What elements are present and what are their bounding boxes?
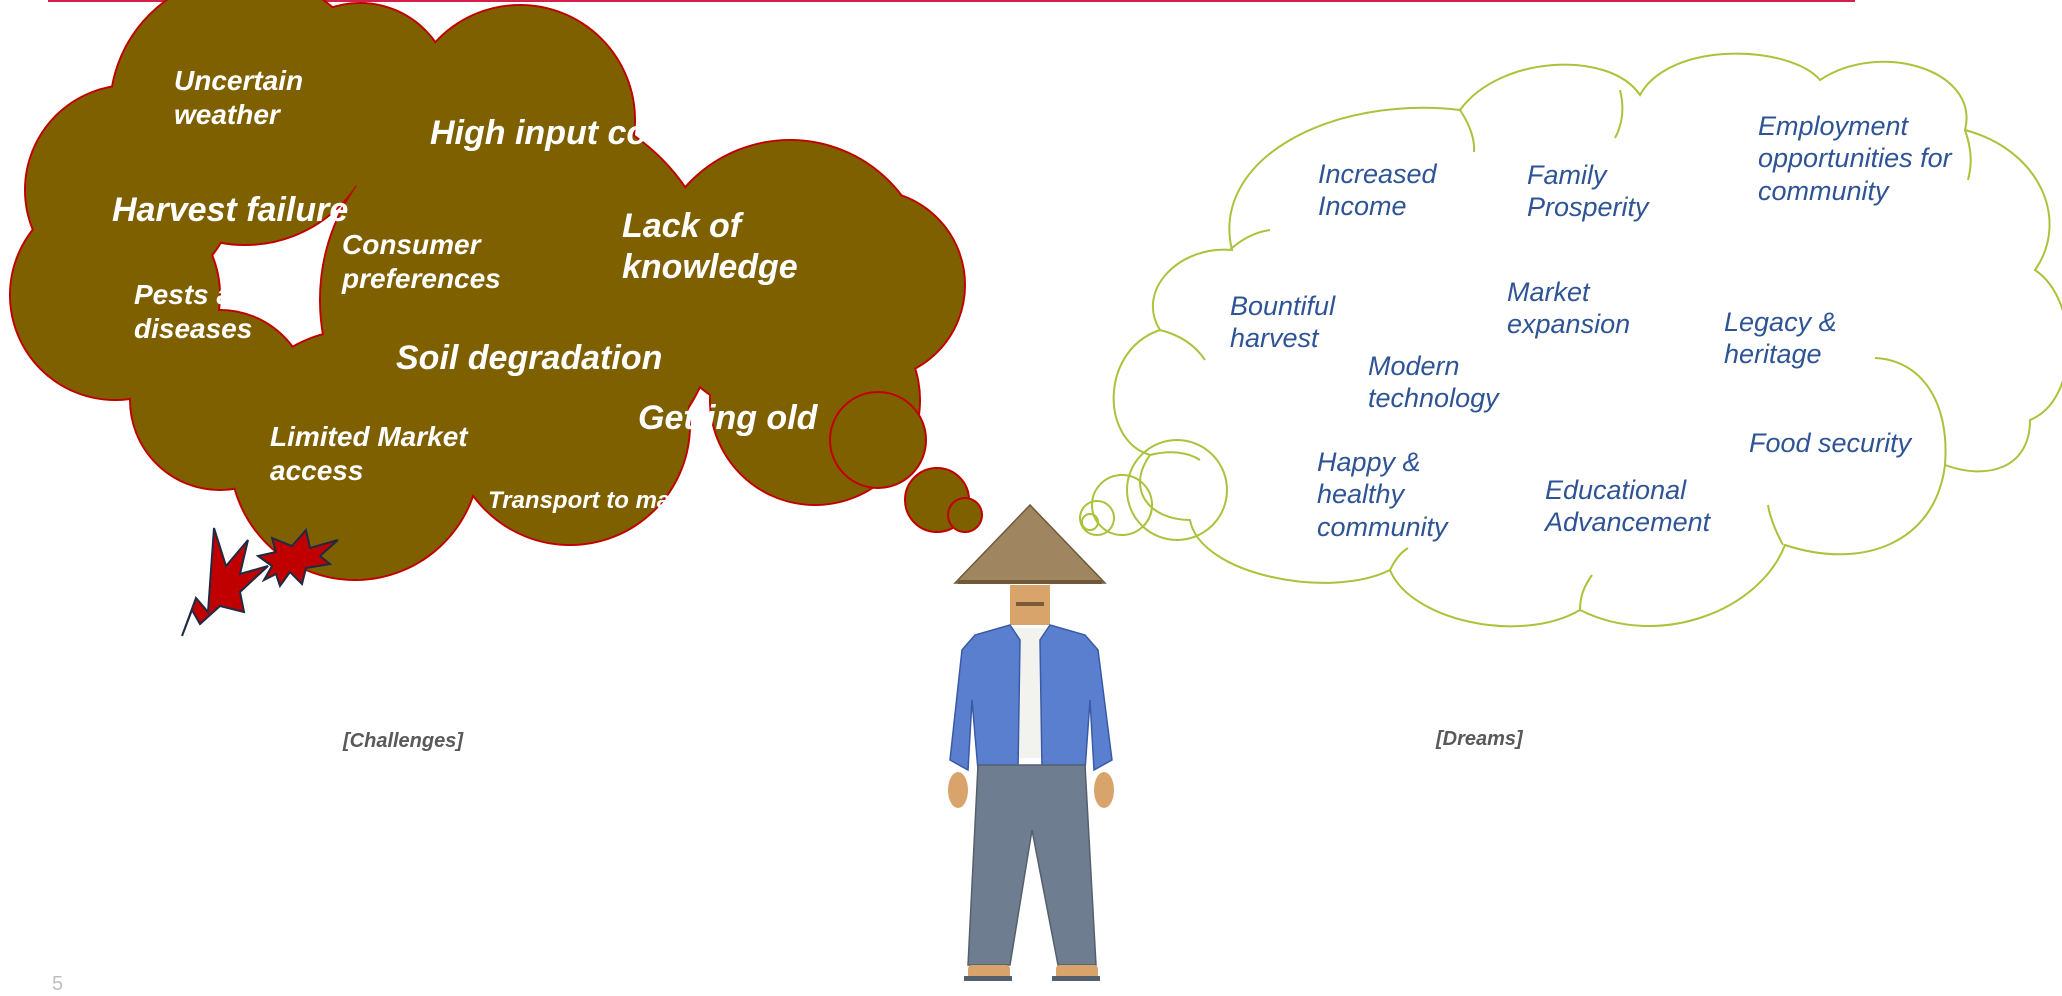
challenge-uncertain-weather: Uncertain weather (174, 65, 304, 130)
left-foot (968, 965, 1010, 979)
challenge-harvest-failure: Harvest failure (112, 191, 349, 229)
jacket-left (949, 624, 1021, 772)
challenge-lack-of-knowledge: Lack of knowledge (622, 207, 798, 286)
trousers (967, 764, 1097, 966)
dreams-caption: [Dreams] (1436, 728, 1523, 750)
dream-market-expansion: Market expansion (1507, 277, 1631, 340)
challenge-transport-to-market: Transport to market (488, 487, 715, 514)
burst-shape-small (255, 527, 339, 589)
left-hand (948, 772, 968, 808)
challenge-high-input-costs: High input costs (430, 114, 697, 152)
page-number: 5 (52, 973, 64, 995)
dreams-thought-bubbles (1079, 439, 1228, 541)
challenge-pests-and-diseases: Pests and diseases (134, 279, 267, 344)
challenge-consumer-preferences: Consumer preferences (342, 229, 501, 294)
right-foot (1056, 965, 1098, 979)
dreams-bubble-small (1079, 500, 1115, 536)
dreams-bubble-large (1126, 439, 1228, 541)
jacket-right (1039, 624, 1113, 772)
challenges-cloud (9, 0, 983, 581)
right-hand (1094, 772, 1114, 808)
dream-legacy-heritage: Legacy & heritage (1724, 307, 1837, 370)
dream-increased-income: Increased Income (1318, 159, 1437, 222)
dreams-bubble-medium (1091, 474, 1153, 536)
challenge-soil-degradation: Soil degradation (396, 339, 663, 377)
challenges-caption: [Challenges] (343, 730, 464, 752)
dream-family-prosperity: Family Prosperity (1527, 160, 1649, 223)
dreams-bubble-tiny (1081, 513, 1099, 531)
challenge-limited-market-access: Limited Market access (270, 421, 468, 486)
dream-food-security: Food security (1749, 428, 1912, 458)
dream-happy-healthy-community: Happy & healthy community (1317, 447, 1448, 542)
dream-modern-technology: Modern technology (1368, 351, 1499, 414)
dream-employment-opportunities: Employment opportunities for community (1758, 111, 1952, 206)
challenges-bubble-small (947, 497, 983, 533)
hat-band (958, 580, 1102, 584)
challenge-getting-old: Getting old (638, 399, 818, 437)
farmer-figure (948, 503, 1114, 981)
burst-shape-large (181, 527, 269, 637)
dream-bountiful-harvest: Bountiful harvest (1230, 291, 1336, 354)
dream-educational-advancement: Educational Advancement (1545, 475, 1711, 538)
challenges-bubble-large (829, 391, 927, 489)
